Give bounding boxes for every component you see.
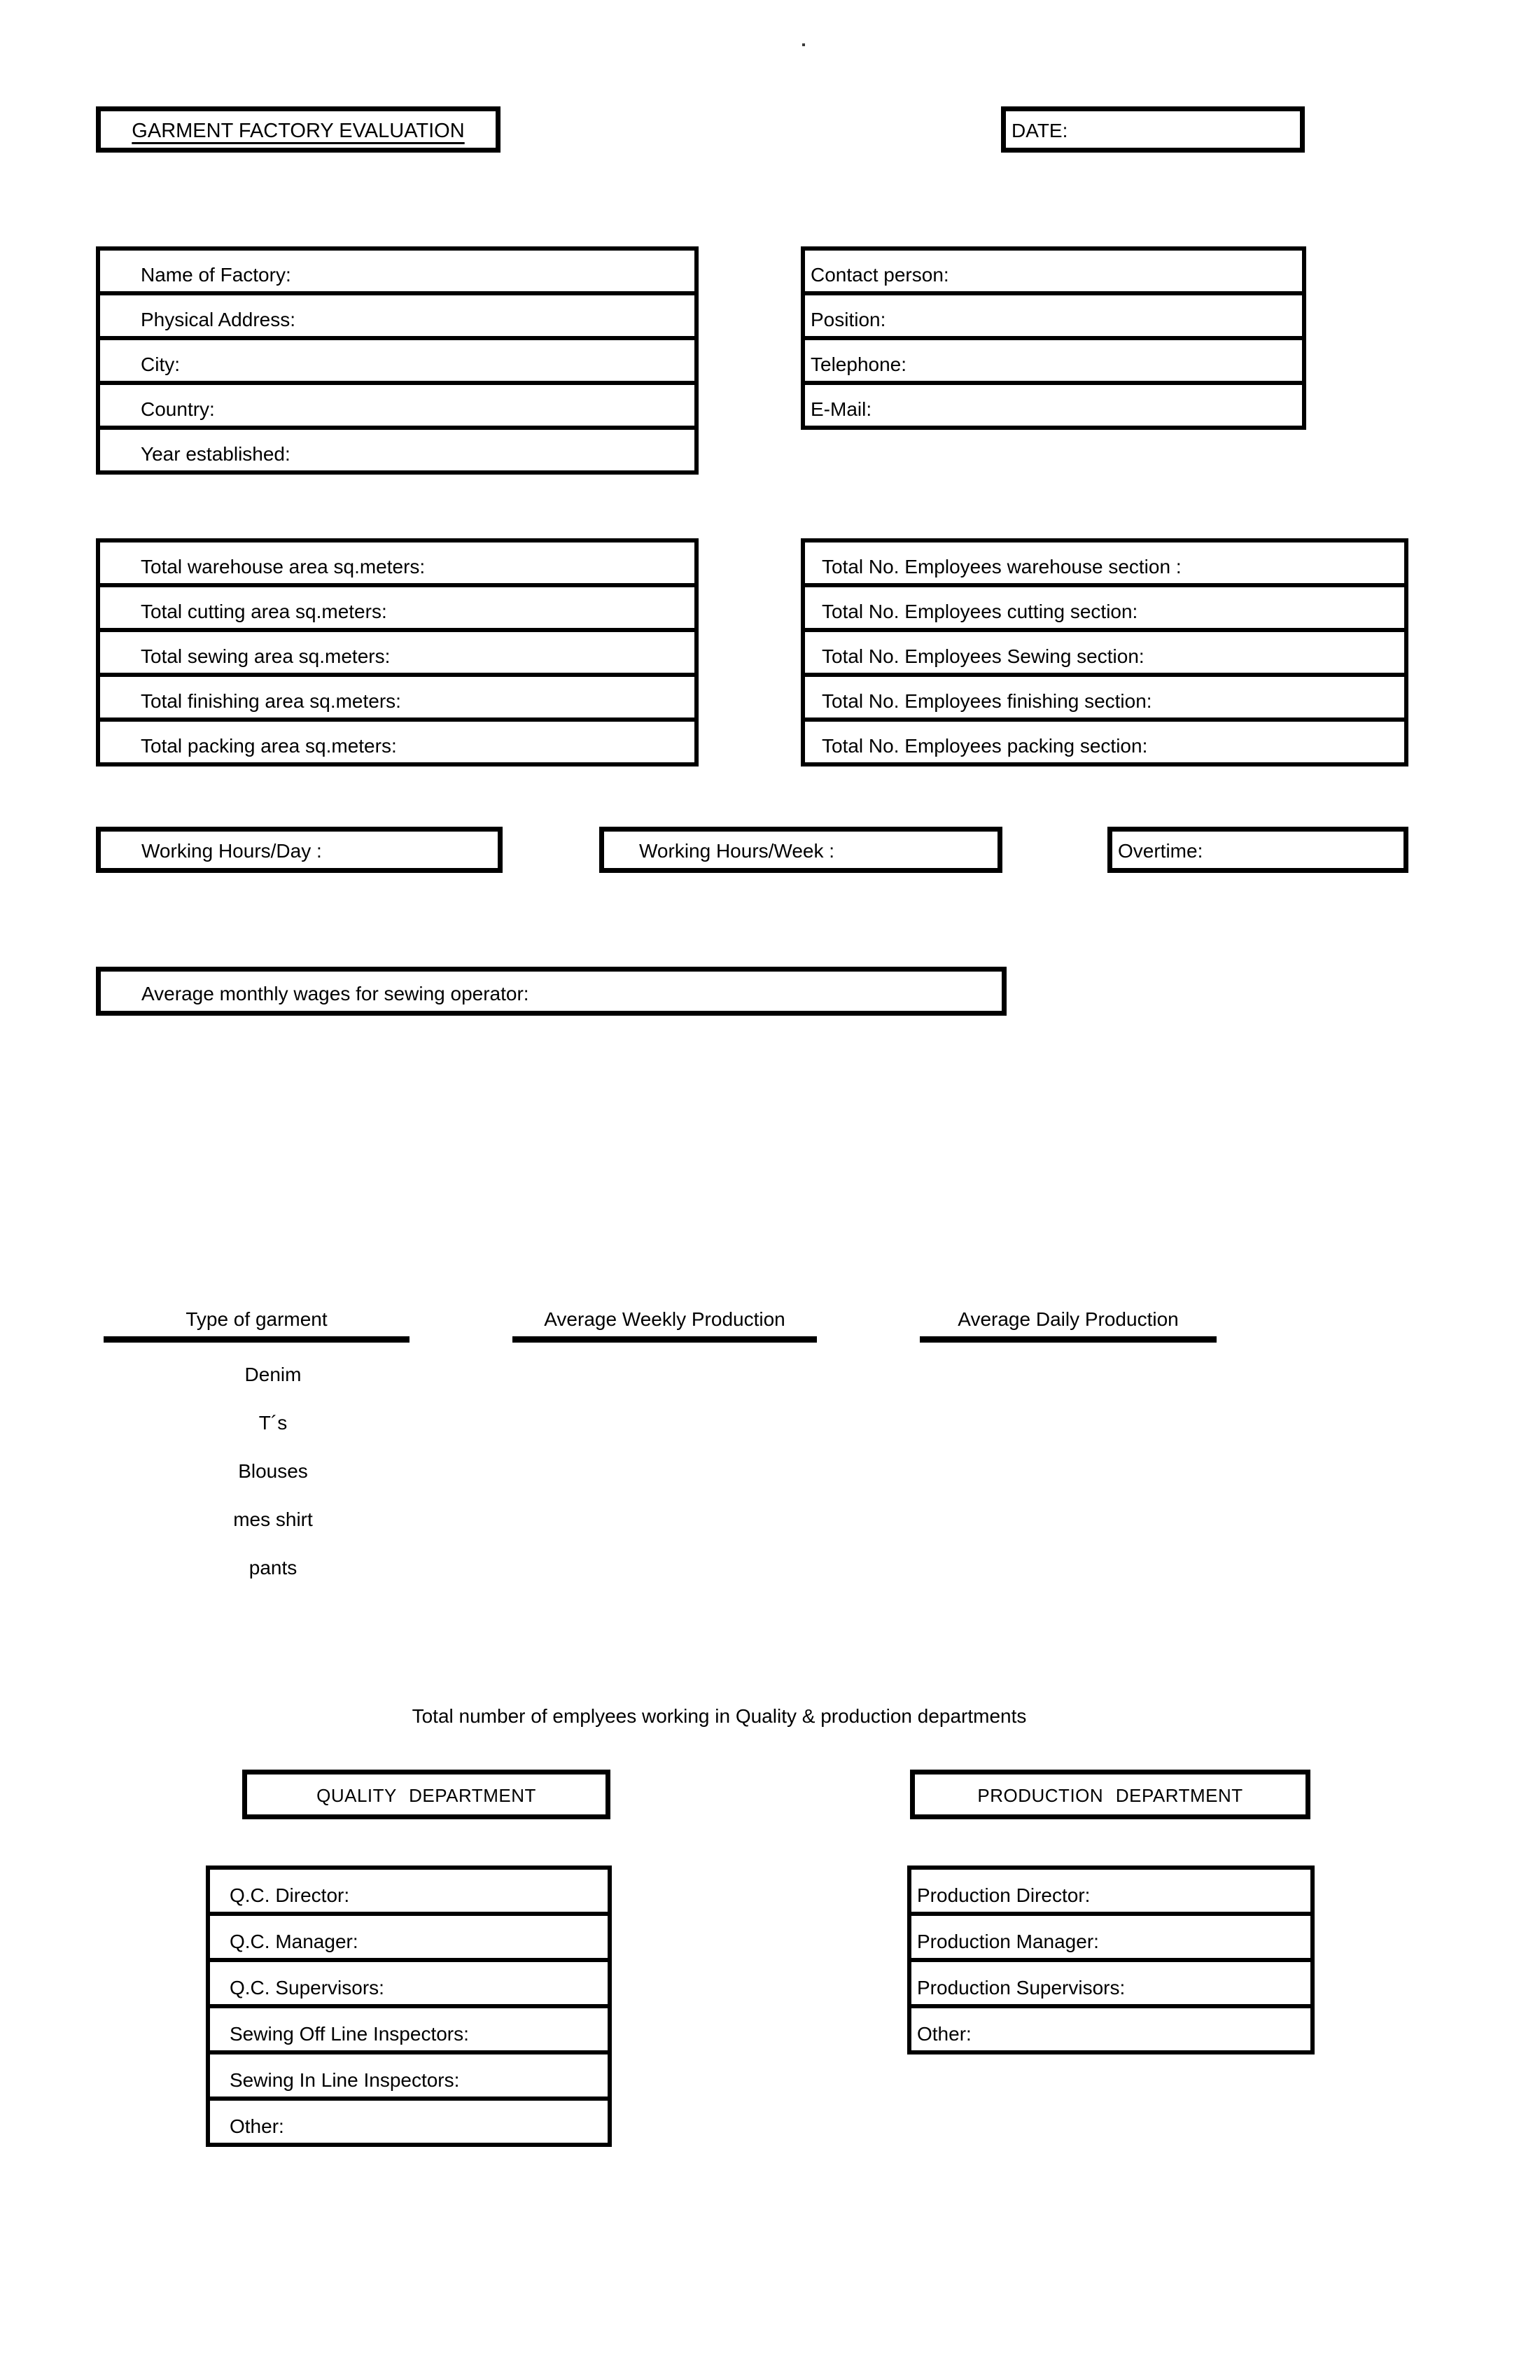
- garment-type-pants: pants: [248, 1556, 298, 1578]
- input-cell-year-established[interactable]: Year established:: [96, 426, 699, 475]
- input-cell-overtime[interactable]: Overtime:: [1107, 827, 1408, 873]
- field-label: Total sewing area sq.meters:: [141, 645, 391, 667]
- field-label: Production Director:: [917, 1884, 1091, 1906]
- field-label: E-Mail:: [811, 398, 872, 420]
- quality-department-group: Q.C. Director: Q.C. Manager: Q.C. Superv…: [206, 1865, 612, 2147]
- field-label: Total packing area sq.meters:: [141, 735, 397, 757]
- field-label: Overtime:: [1118, 840, 1203, 862]
- field-label: Contact person:: [811, 264, 949, 286]
- field-label: Year established:: [141, 443, 290, 465]
- field-label: Total finishing area sq.meters:: [141, 690, 401, 712]
- column-header-label: Average Weekly Production: [544, 1308, 785, 1330]
- field-label: Sewing Off Line Inspectors:: [230, 2023, 469, 2045]
- column-header-avg-daily-production: Average Daily Production: [920, 1306, 1217, 1343]
- column-header-type-of-garment: Type of garment: [104, 1306, 410, 1343]
- input-cell-production-director[interactable]: Production Director:: [907, 1865, 1315, 1916]
- field-label: Total No. Employees cutting section:: [822, 601, 1138, 622]
- field-label: Total cutting area sq.meters:: [141, 601, 387, 622]
- input-cell-contact-person[interactable]: Contact person:: [801, 246, 1306, 295]
- input-cell-average-monthly-wages[interactable]: Average monthly wages for sewing operato…: [96, 967, 1007, 1016]
- input-cell-production-supervisors[interactable]: Production Supervisors:: [907, 1958, 1315, 2008]
- input-cell-sewing-off-line-inspectors[interactable]: Sewing Off Line Inspectors:: [206, 2004, 612, 2054]
- field-label: Other:: [917, 2023, 972, 2045]
- stray-scan-dot: [802, 43, 805, 46]
- input-cell-physical-address[interactable]: Physical Address:: [96, 291, 699, 340]
- input-cell-employees-packing[interactable]: Total No. Employees packing section:: [801, 718, 1408, 766]
- input-cell-qc-supervisors[interactable]: Q.C. Supervisors:: [206, 1958, 612, 2008]
- field-label: Total No. Employees warehouse section :: [822, 556, 1182, 578]
- departments-summary-line: Total number of emplyees working in Qual…: [412, 1705, 1027, 1727]
- input-cell-hours-per-day[interactable]: Working Hours/Day :: [96, 827, 503, 873]
- garment-type-denim: Denim: [244, 1363, 302, 1385]
- field-label: Total No. Employees Sewing section:: [822, 645, 1144, 667]
- input-cell-warehouse-area[interactable]: Total warehouse area sq.meters:: [96, 538, 699, 587]
- field-label: Total warehouse area sq.meters:: [141, 556, 426, 578]
- input-cell-sewing-area[interactable]: Total sewing area sq.meters:: [96, 628, 699, 677]
- field-label: Q.C. Supervisors:: [230, 1977, 384, 1998]
- areas-group: Total warehouse area sq.meters: Total cu…: [96, 538, 699, 766]
- column-header-label: Type of garment: [186, 1308, 328, 1330]
- input-cell-employees-cutting[interactable]: Total No. Employees cutting section:: [801, 583, 1408, 632]
- input-cell-position[interactable]: Position:: [801, 291, 1306, 340]
- input-cell-city[interactable]: City:: [96, 336, 699, 385]
- input-cell-employees-sewing[interactable]: Total No. Employees Sewing section:: [801, 628, 1408, 677]
- field-label: Physical Address:: [141, 309, 295, 330]
- form-title-box: GARMENT FACTORY EVALUATION: [96, 106, 500, 153]
- field-label: Telephone:: [811, 354, 907, 375]
- field-label: Total No. Employees finishing section:: [822, 690, 1152, 712]
- date-field-cell[interactable]: DATE:: [1001, 106, 1305, 153]
- input-cell-email[interactable]: E-Mail:: [801, 381, 1306, 430]
- field-label: Other:: [230, 2115, 284, 2137]
- section-title: QUALITY DEPARTMENT: [316, 1785, 536, 1806]
- field-label: Q.C. Manager:: [230, 1931, 358, 1952]
- input-cell-cutting-area[interactable]: Total cutting area sq.meters:: [96, 583, 699, 632]
- input-cell-production-manager[interactable]: Production Manager:: [907, 1912, 1315, 1962]
- field-label: Q.C. Director:: [230, 1884, 350, 1906]
- field-label: Total No. Employees packing section:: [822, 735, 1148, 757]
- field-label: City:: [141, 354, 180, 375]
- input-cell-qc-other[interactable]: Other:: [206, 2096, 612, 2147]
- input-cell-hours-per-week[interactable]: Working Hours/Week :: [599, 827, 1002, 873]
- factory-info-group: Name of Factory: Physical Address: City:…: [96, 246, 699, 475]
- section-title: PRODUCTION DEPARTMENT: [977, 1785, 1243, 1806]
- field-label: Production Manager:: [917, 1931, 1099, 1952]
- field-label: Average monthly wages for sewing operato…: [141, 983, 529, 1004]
- input-cell-finishing-area[interactable]: Total finishing area sq.meters:: [96, 673, 699, 722]
- input-cell-name-of-factory[interactable]: Name of Factory:: [96, 246, 699, 295]
- input-cell-qc-director[interactable]: Q.C. Director:: [206, 1865, 612, 1916]
- input-cell-employees-warehouse[interactable]: Total No. Employees warehouse section :: [801, 538, 1408, 587]
- field-label: Sewing In Line Inspectors:: [230, 2069, 460, 2091]
- input-cell-sewing-in-line-inspectors[interactable]: Sewing In Line Inspectors:: [206, 2050, 612, 2101]
- field-label: Production Supervisors:: [917, 1977, 1126, 1998]
- input-cell-production-other[interactable]: Other:: [907, 2004, 1315, 2054]
- contact-info-group: Contact person: Position: Telephone: E-M…: [801, 246, 1306, 430]
- field-label: Working Hours/Week :: [639, 840, 835, 862]
- date-label: DATE:: [1011, 120, 1068, 141]
- input-cell-qc-manager[interactable]: Q.C. Manager:: [206, 1912, 612, 1962]
- employees-group: Total No. Employees warehouse section : …: [801, 538, 1408, 766]
- field-label: Working Hours/Day :: [141, 840, 322, 862]
- garment-type-mes-shirt: mes shirt: [233, 1508, 313, 1530]
- quality-department-header: QUALITY DEPARTMENT: [242, 1770, 610, 1819]
- input-cell-employees-finishing[interactable]: Total No. Employees finishing section:: [801, 673, 1408, 722]
- production-department-header: PRODUCTION DEPARTMENT: [910, 1770, 1310, 1819]
- field-label: Position:: [811, 309, 886, 330]
- column-header-avg-weekly-production: Average Weekly Production: [512, 1306, 817, 1343]
- production-department-group: Production Director: Production Manager:…: [907, 1865, 1315, 2054]
- field-label: Name of Factory:: [141, 264, 291, 286]
- garment-type-ts: T´s: [258, 1411, 288, 1434]
- input-cell-telephone[interactable]: Telephone:: [801, 336, 1306, 385]
- garment-type-list: Denim T´s Blouses mes shirt pants: [168, 1350, 378, 1592]
- input-cell-country[interactable]: Country:: [96, 381, 699, 430]
- field-label: Country:: [141, 398, 215, 420]
- garment-type-blouses: Blouses: [238, 1460, 308, 1482]
- page-title: GARMENT FACTORY EVALUATION: [132, 120, 465, 142]
- column-header-label: Average Daily Production: [958, 1308, 1179, 1330]
- input-cell-packing-area[interactable]: Total packing area sq.meters:: [96, 718, 699, 766]
